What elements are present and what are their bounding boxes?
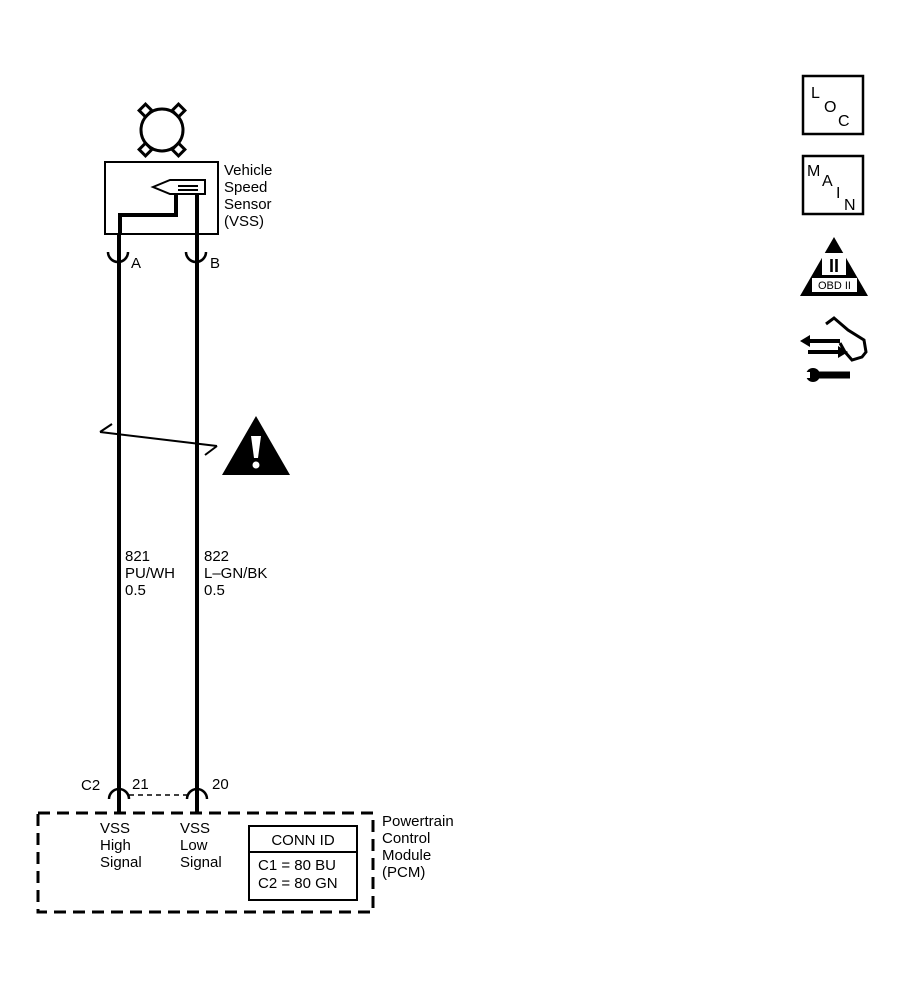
diagnostic-tool-icon[interactable] xyxy=(800,316,868,382)
pin-b-label: B xyxy=(210,255,220,272)
svg-text:O: O xyxy=(824,99,836,116)
conn-id-title: CONN ID xyxy=(271,832,335,849)
conn-id-row-2: C2 = 80 GN xyxy=(258,875,338,892)
sensor-gear-icon xyxy=(137,102,187,158)
loc-icon[interactable]: L O C xyxy=(801,74,865,136)
conn-id-box: CONN ID C1 = 80 BU C2 = 80 GN xyxy=(248,825,358,901)
twisted-pair-mark xyxy=(99,423,218,456)
obd-ii-icon[interactable]: II OBD II xyxy=(800,237,868,296)
pin-21-label: 21 xyxy=(132,776,149,793)
sensor-name: Vehicle Speed Sensor (VSS) xyxy=(224,162,277,230)
svg-text:II: II xyxy=(829,256,839,276)
svg-text:N: N xyxy=(844,197,856,214)
svg-text:I: I xyxy=(836,185,840,202)
pcm-outline xyxy=(36,811,375,914)
svg-text:C: C xyxy=(838,113,850,130)
sensor-box xyxy=(104,161,219,235)
pcm-name: Powertrain Control Module (PCM) xyxy=(382,813,458,881)
wires xyxy=(117,234,199,812)
svg-text:A: A xyxy=(822,173,833,190)
connector-c2-label: C2 xyxy=(81,777,100,794)
pin-20-label: 20 xyxy=(212,776,229,793)
svg-text:OBD II: OBD II xyxy=(818,280,851,292)
conn-id-row-1: C1 = 80 BU xyxy=(258,857,336,874)
sensor-internal-icon xyxy=(118,179,206,234)
pin-a-label: A xyxy=(131,255,141,272)
svg-text:M: M xyxy=(807,163,820,180)
wire-821-label: 821 PU/WH 0.5 xyxy=(125,548,179,599)
vss-high-signal-label: VSS High Signal xyxy=(100,820,142,871)
vss-low-signal-label: VSS Low Signal xyxy=(180,820,222,871)
main-icon[interactable]: M A I N xyxy=(801,154,865,216)
caution-warning-icon xyxy=(222,416,290,475)
wire-822-label: 822 L–GN/BK 0.5 xyxy=(204,548,272,599)
pcm-connector xyxy=(107,787,209,800)
svg-text:L: L xyxy=(811,85,820,102)
sensor-connector xyxy=(106,251,208,264)
